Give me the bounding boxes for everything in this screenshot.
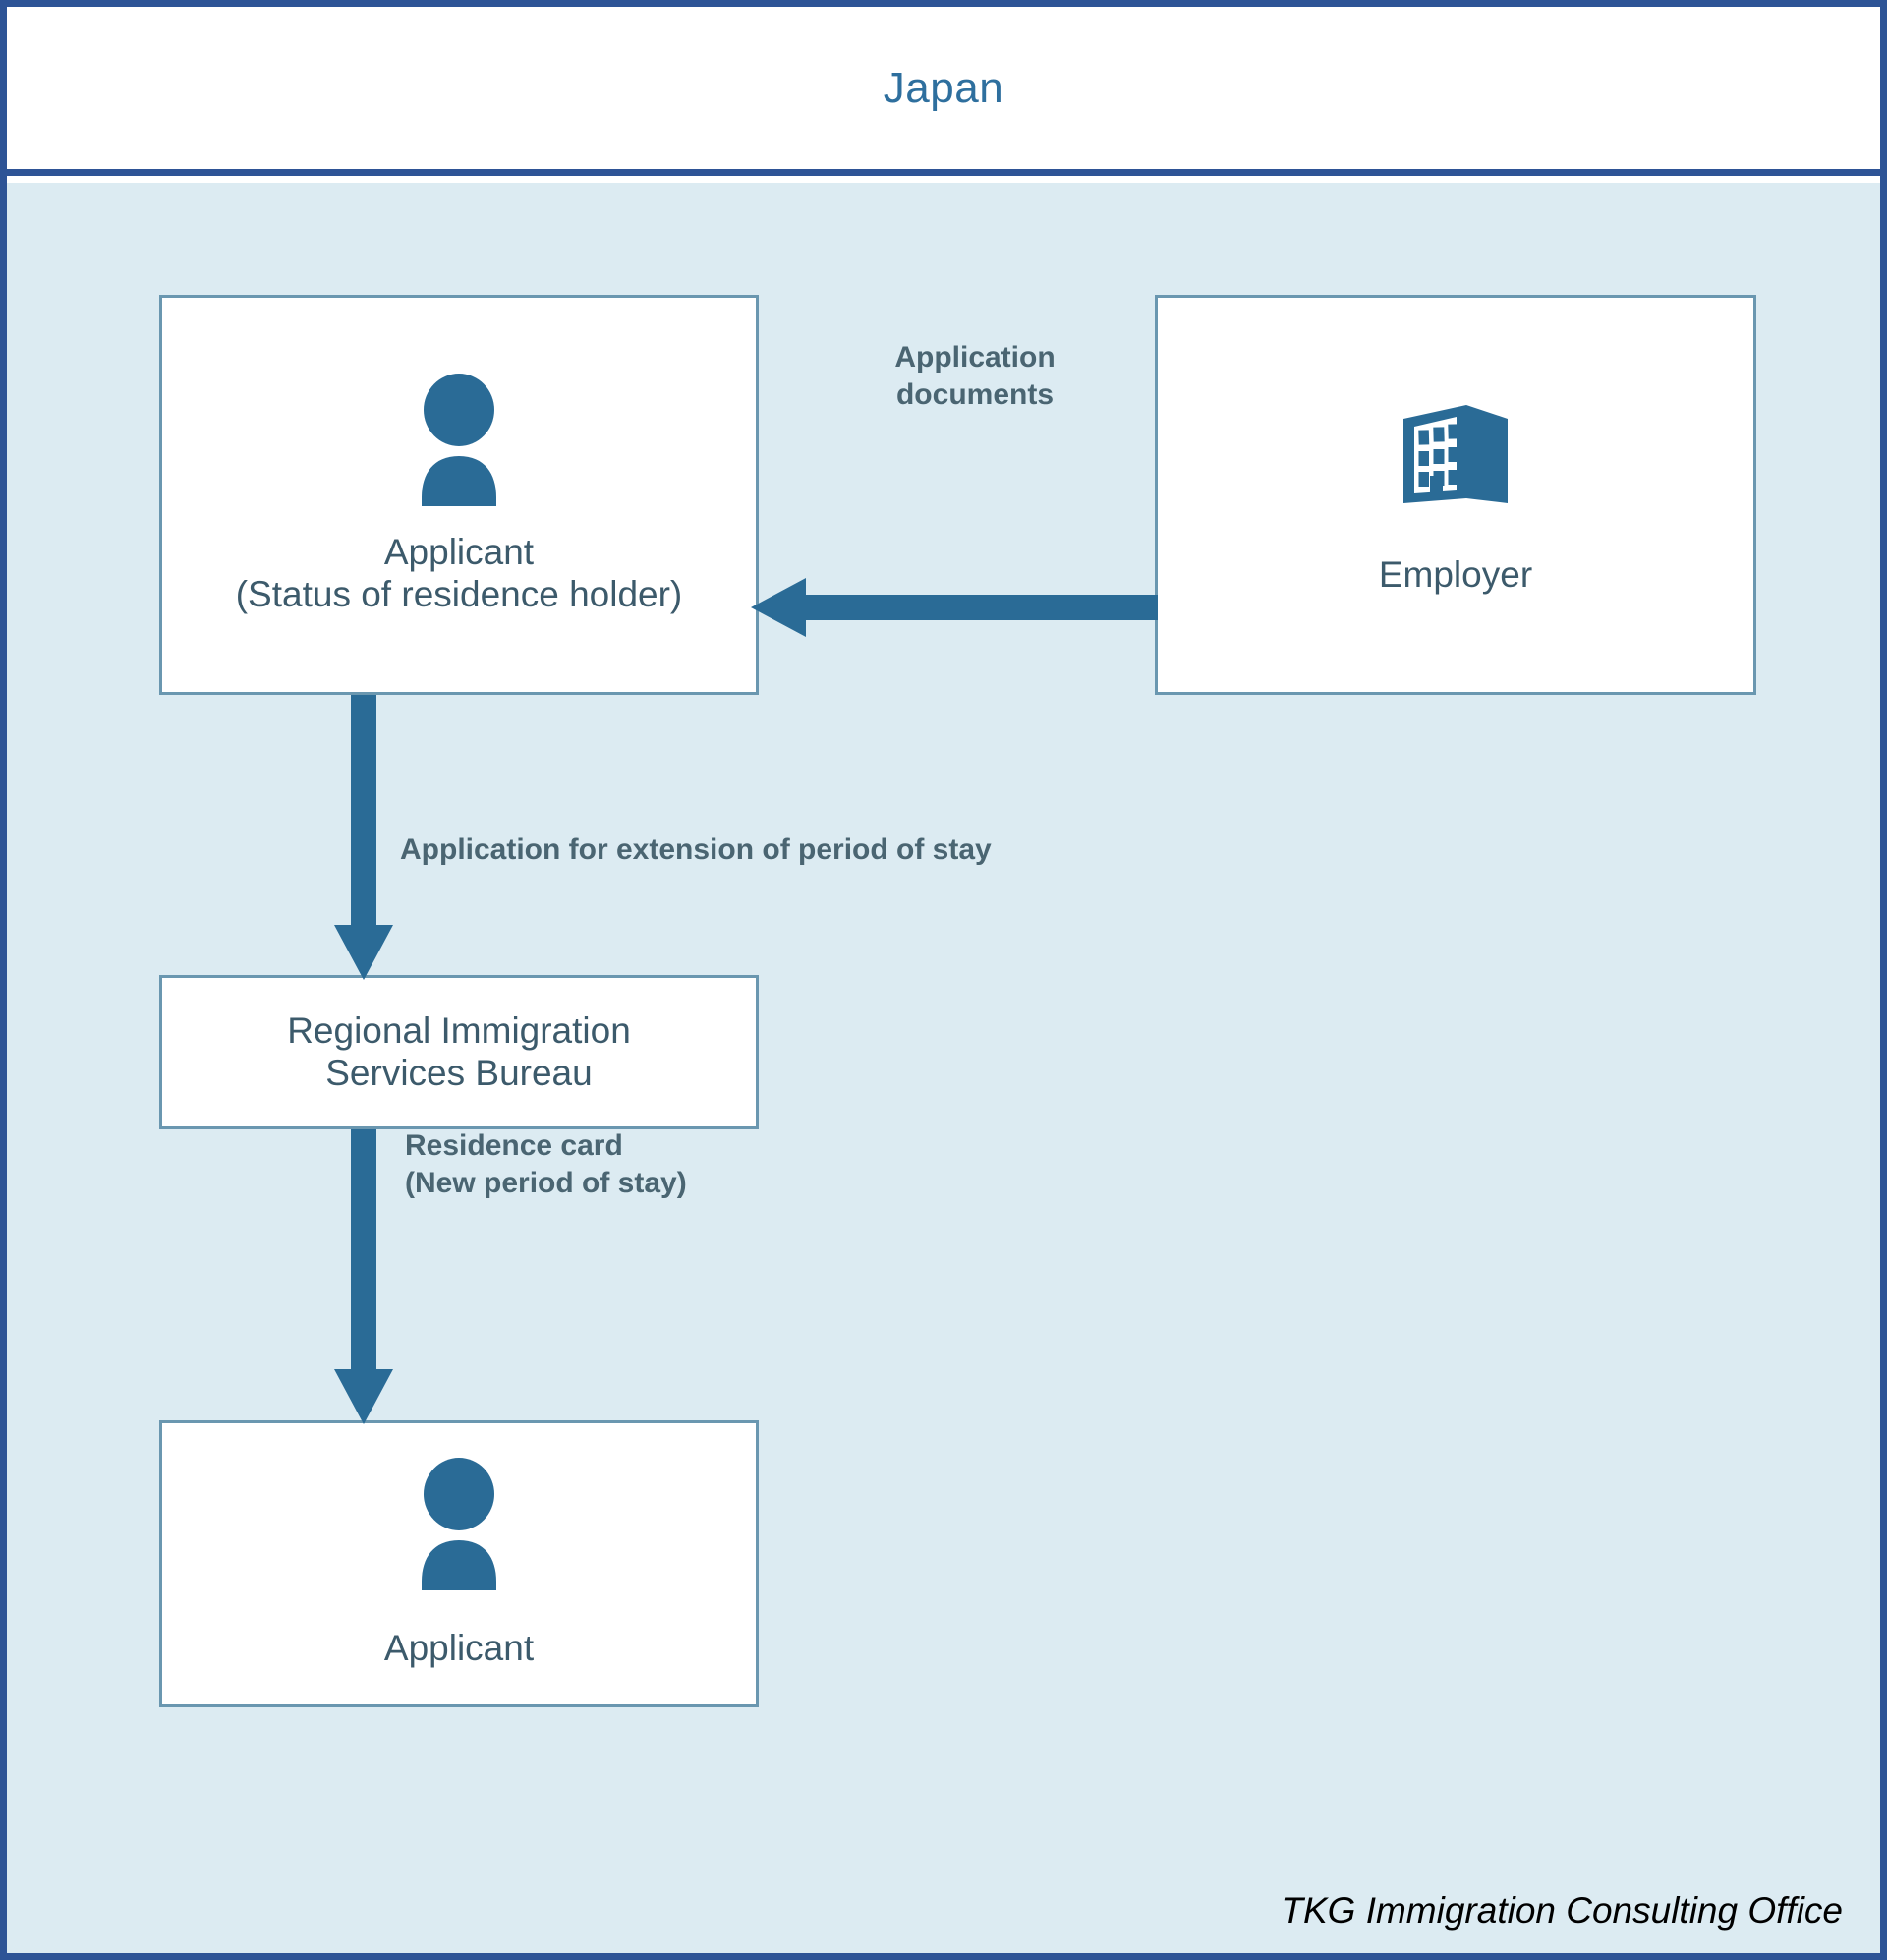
person-icon-wrap [414,374,504,507]
person-icon-wrap [414,1458,504,1591]
edge-label-residence-card: Residence card (New period of stay) [405,1129,687,1200]
building-icon [1403,405,1508,504]
node-applicant-top[interactable]: Applicant (Status of residence holder) [159,295,759,695]
person-icon [422,1458,496,1591]
footer-credit: TKG Immigration Consulting Office [1281,1890,1843,1931]
arrow-employer-to-applicant [751,578,1158,637]
node-applicant-top-label: Applicant (Status of residence holder) [235,532,683,614]
edge-label-extension-of-stay: Application for extension of period of s… [400,834,992,866]
node-applicant-bottom[interactable]: Applicant [159,1420,759,1707]
arrow-bureau-to-applicant [334,1129,393,1424]
diagram-body-panel: Applicant (Status of residence holder) [7,183,1880,1953]
node-immigration-bureau-label: Regional Immigration Services Bureau [287,1009,631,1093]
arrow-applicant-to-bureau [334,695,393,980]
node-employer-label: Employer [1378,554,1533,596]
country-header-band: Japan [7,7,1880,176]
node-applicant-bottom-label: Applicant [383,1628,535,1669]
edge-label-application-documents: Application documents [894,341,1056,412]
person-icon [422,374,496,507]
building-icon-wrap [1398,393,1514,515]
node-immigration-bureau[interactable]: Regional Immigration Services Bureau [159,975,759,1129]
page-title: Japan [883,63,1004,112]
node-employer[interactable]: Employer [1155,295,1756,695]
